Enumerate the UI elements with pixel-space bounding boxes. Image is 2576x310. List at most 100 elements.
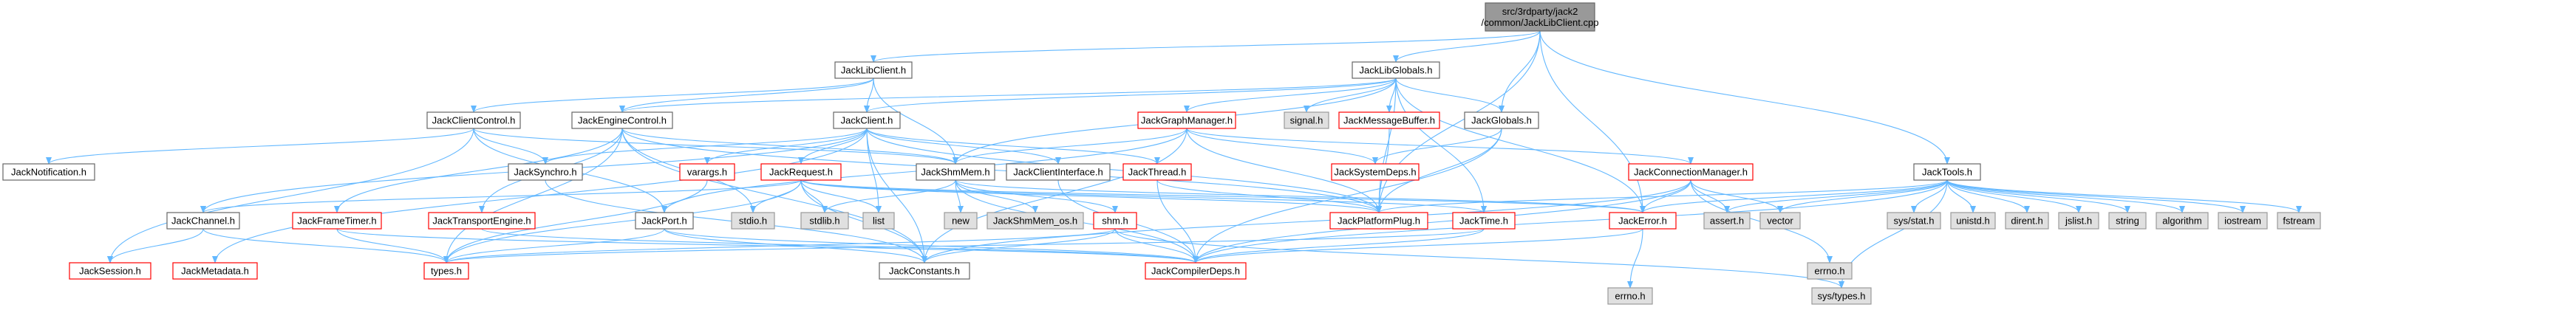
- node-errno-h-1[interactable]: errno.h: [1607, 287, 1653, 305]
- node-jackshmmem-os-h[interactable]: JackShmMem_os.h: [987, 212, 1084, 230]
- node-jacknotification-h[interactable]: JackNotification.h: [2, 163, 95, 181]
- edge-root-to-JackError_h: [1539, 30, 1646, 213]
- node-label: JackPort.h: [641, 215, 686, 226]
- node-jackgraphmanager-h[interactable]: JackGraphManager.h: [1137, 111, 1236, 129]
- node-jackplatformplug-h[interactable]: JackPlatformPlug.h: [1329, 212, 1428, 230]
- node-string[interactable]: string: [2108, 212, 2147, 230]
- edge-JackClientControl_h-to-JackNotification_h: [46, 128, 474, 165]
- node-box: [1137, 111, 1236, 129]
- node-box: [1093, 212, 1137, 230]
- edge-JackChannel_h-to-types_h: [202, 228, 449, 264]
- node-jackconstants-h[interactable]: JackConstants.h: [879, 262, 970, 280]
- edge-JackTools_h-to-assert_h: [1724, 179, 1948, 213]
- node-sys-stat-h[interactable]: sys/stat.h: [1887, 212, 1941, 230]
- node-jackglobals-h[interactable]: JackGlobals.h: [1464, 111, 1539, 129]
- node-jacktime-h[interactable]: JackTime.h: [1452, 212, 1516, 230]
- node-jackrequest-h[interactable]: JackRequest.h: [760, 163, 842, 181]
- node-label: varargs.h: [687, 166, 727, 177]
- node-algorithm[interactable]: algorithm: [2156, 212, 2209, 230]
- node-jackmetadata-h[interactable]: JackMetadata.h: [172, 262, 258, 280]
- node-jacksession-h[interactable]: JackSession.h: [69, 262, 151, 280]
- node-jackclient-h[interactable]: JackClient.h: [833, 111, 901, 129]
- node-stdlib-h[interactable]: stdlib.h: [800, 212, 849, 230]
- node-box: [1811, 287, 1872, 305]
- node-errno-h-2[interactable]: errno.h: [1807, 262, 1853, 280]
- node-jackthread-h[interactable]: JackThread.h: [1122, 163, 1192, 181]
- node-jackmessagebuffer-h[interactable]: JackMessageBuffer.h: [1338, 111, 1440, 129]
- node-types-h[interactable]: types.h: [423, 262, 469, 280]
- node-root[interactable]: src/3rdparty/jack2/common/JackLibClient.…: [1482, 2, 1599, 32]
- node-label: JackFrameTimer.h: [297, 215, 376, 226]
- node-label: JackTools.h: [1922, 166, 1972, 177]
- edge-root-to-JackTools_h: [1539, 30, 1950, 165]
- node-jackerror-h[interactable]: JackError.h: [1609, 212, 1677, 230]
- edge-JackGlobals_h-to-JackCompilerDeps_h: [1193, 128, 1502, 264]
- edge-JackRequest_h-to-JackPlatformPlug_h: [800, 179, 1382, 213]
- node-box: [426, 111, 521, 129]
- node-label: JackLibGlobals.h: [1360, 64, 1433, 75]
- edge-JackLibClient_h-to-JackShmMem_h: [873, 78, 958, 165]
- edge-JackTools_h-to-JackError_h: [1640, 179, 1948, 213]
- edge-shm_h-to-sys_types_h: [1114, 228, 1844, 289]
- node-jackclientinterface-h[interactable]: JackClientInterface.h: [1006, 163, 1111, 181]
- edge-JackGraphManager_h-to-JackShmMem_h: [953, 128, 1188, 165]
- node-box: [1913, 163, 1981, 181]
- node-jackenginecontrol-h[interactable]: JackEngineControl.h: [571, 111, 673, 129]
- node-jacksynchro-h[interactable]: JackSynchro.h: [508, 163, 583, 181]
- edge-JackConnectionManager_h-to-vector: [1690, 179, 1783, 213]
- node-label: JackPlatformPlug.h: [1338, 215, 1420, 226]
- node-label: JackError.h: [1618, 215, 1667, 226]
- node-jacklibclient-h[interactable]: JackLibClient.h: [834, 61, 913, 79]
- edge-JackShmMem_h-to-stdlib_h: [822, 179, 956, 213]
- node-jackcompilerdeps-h[interactable]: JackCompilerDeps.h: [1145, 262, 1247, 280]
- node-box: [2058, 212, 2099, 230]
- edge-JackFrameTimer_h-to-types_h: [336, 228, 449, 264]
- node-jackframetimer-h[interactable]: JackFrameTimer.h: [292, 212, 382, 230]
- node-jacklibglobals-h[interactable]: JackLibGlobals.h: [1352, 61, 1440, 79]
- node-label: signal.h: [1290, 114, 1323, 125]
- node-box: [987, 212, 1084, 230]
- node-jacksystemdeps-h[interactable]: JackSystemDeps.h: [1331, 163, 1420, 181]
- node-jacktools-h[interactable]: JackTools.h: [1913, 163, 1981, 181]
- node-iostream[interactable]: iostream: [2218, 212, 2268, 230]
- node-shm-h[interactable]: shm.h: [1093, 212, 1137, 230]
- node-dirent-h[interactable]: dirent.h: [2005, 212, 2049, 230]
- node-label: JackGlobals.h: [1471, 114, 1532, 125]
- node-box: [679, 163, 735, 181]
- node-list[interactable]: list: [862, 212, 895, 230]
- edge-JackClient_h-to-JackThread_h: [866, 128, 1160, 165]
- edge-JackGraphManager_h-to-JackSystemDeps_h: [1186, 128, 1378, 165]
- node-vector[interactable]: vector: [1759, 212, 1801, 230]
- node-varargs-h[interactable]: varargs.h: [679, 163, 735, 181]
- node-jslist-h[interactable]: jslist.h: [2058, 212, 2099, 230]
- node-box: [635, 212, 694, 230]
- node-box: [292, 212, 382, 230]
- node-jacktransportengine-h[interactable]: JackTransportEngine.h: [428, 212, 536, 230]
- node-assert-h[interactable]: assert.h: [1703, 212, 1751, 230]
- node-jackshmmem-h[interactable]: JackShmMem.h: [916, 163, 995, 181]
- node-box: [2, 163, 95, 181]
- node-jackchannel-h[interactable]: JackChannel.h: [166, 212, 240, 230]
- node-box: [69, 262, 151, 280]
- node-label: errno.h: [1615, 290, 1645, 301]
- node-new[interactable]: new: [944, 212, 978, 230]
- node-sys-types-h[interactable]: sys/types.h: [1811, 287, 1872, 305]
- node-jackclientcontrol-h[interactable]: JackClientControl.h: [426, 111, 521, 129]
- edge-JackGlobals_h-to-JackSystemDeps_h: [1372, 128, 1502, 165]
- edge-JackEngineControl_h-to-JackConstants_h: [621, 128, 927, 264]
- node-jackport-h[interactable]: JackPort.h: [635, 212, 694, 230]
- node-unistd-h[interactable]: unistd.h: [1950, 212, 1996, 230]
- node-label: fstream: [2283, 215, 2314, 226]
- edge-JackClientControl_h-to-JackSession_h: [107, 128, 474, 264]
- node-label: shm.h: [1102, 215, 1128, 226]
- node-fstream[interactable]: fstream: [2277, 212, 2321, 230]
- node-label: /common/JackLibClient.cpp: [1482, 17, 1599, 28]
- node-label: sys/stat.h: [1894, 215, 1935, 226]
- node-box: [731, 212, 775, 230]
- edge-JackClientControl_h-to-JackShmMem_h: [473, 128, 958, 165]
- node-jackconnectionmanager-h[interactable]: JackConnectionManager.h: [1628, 163, 1754, 181]
- node-signal-h[interactable]: signal.h: [1284, 111, 1329, 129]
- node-stdio-h[interactable]: stdio.h: [731, 212, 775, 230]
- node-label: JackTime.h: [1459, 215, 1508, 226]
- edge-JackTransportEngine_h-to-JackCompilerDeps_h: [481, 228, 1199, 264]
